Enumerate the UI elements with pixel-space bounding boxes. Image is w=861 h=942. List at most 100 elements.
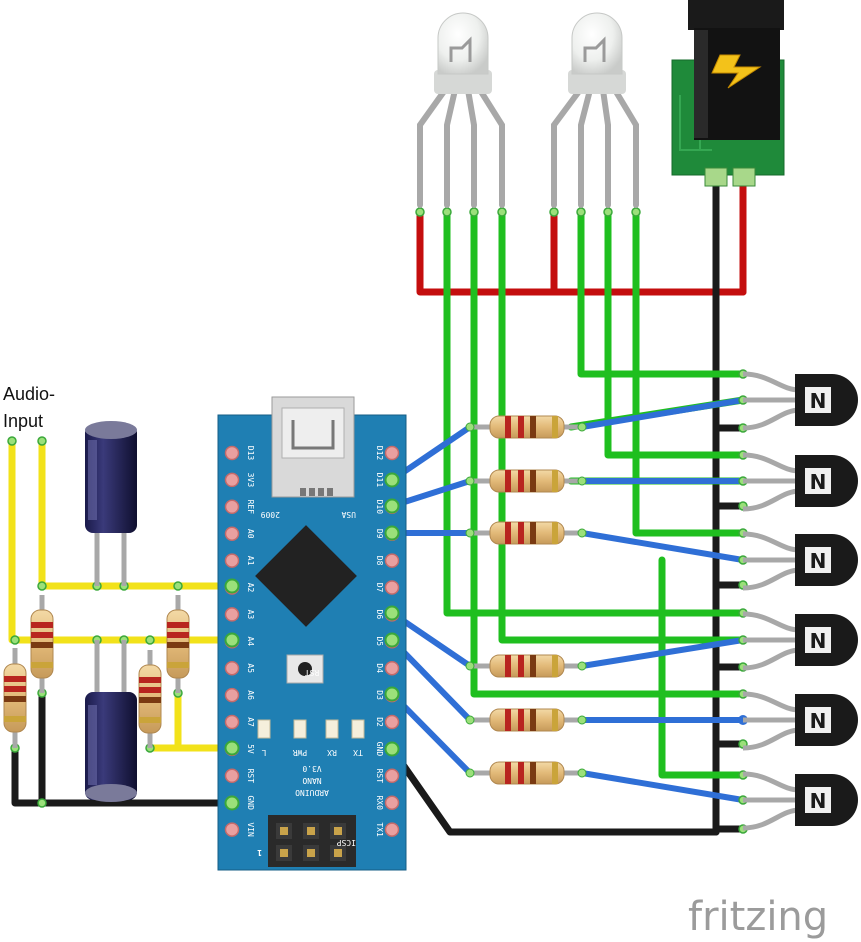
pin-label-left: A2 [246,583,255,593]
led-label: L [261,748,266,757]
pin-label-right: D5 [375,636,384,646]
led-label: PWR [293,748,308,757]
pin-label-right: D12 [375,446,384,461]
silk-year: 2009 [261,510,280,519]
capacitor-top [85,421,137,586]
green-wires [443,208,747,779]
pin-pad-left[interactable] [224,526,240,541]
led-label: TX [353,748,363,757]
black-wires [11,176,747,836]
lightning-icon [711,54,762,89]
pin-label-left: A3 [246,610,255,620]
pin-label-left: 3V3 [246,473,255,488]
pin-pad-left[interactable] [224,714,240,730]
resistor-4 [465,654,587,678]
pin-label-left: GND [246,795,255,810]
audio-resistor-2 [30,595,54,693]
resistor-2 [465,469,587,493]
transistors: N N N N N N [742,371,858,831]
pin-label-right: D4 [375,663,384,673]
pin-pad-right[interactable] [384,445,400,461]
silk-name-line1: ARDUINO [295,788,329,797]
audio-resistor-3 [138,650,162,748]
transistor-1: N [742,371,858,431]
transistor-mark: N [810,709,827,733]
pin-pad-left[interactable] [224,445,240,461]
pin-label-right: TX1 [375,822,384,837]
rgb-led-left [417,12,505,208]
pin-pad-left[interactable] [224,768,240,784]
transistor-4: N [742,611,858,671]
power-jack [671,0,785,187]
pin-pad-left[interactable] [224,822,240,837]
silk-version: V3.0 [302,764,321,773]
silk-country: USA [341,510,356,519]
pin-pad-right[interactable] [384,580,400,595]
transistor-mark: N [810,629,827,653]
pin-label-left: VIN [246,822,255,837]
transistor-mark: N [810,389,827,413]
icsp-label: ICSP [337,838,356,847]
pin-label-left: A4 [246,636,255,646]
rgb-led-right [551,12,639,208]
pin-label-right: GND [375,742,384,757]
pin-label-right: D11 [375,473,384,488]
pin-label-left: A6 [246,690,255,700]
transistor-5: N [742,691,858,751]
pin-pad-right[interactable] [384,822,400,837]
wires [8,176,747,836]
pin-pad-right[interactable] [384,795,400,810]
transistor-mark: N [810,789,827,813]
audio-label-line1: Audio- [3,384,55,404]
transistor-6: N [742,771,858,831]
pin-pad-left[interactable] [224,499,240,515]
audio-resistor-4 [166,595,190,693]
pin-label-right: RST [375,769,384,784]
pin-label-right: D7 [375,583,384,593]
pin-label-right: RX0 [375,795,384,810]
resistors-horizontal [465,415,587,785]
pin-pad-right[interactable] [384,768,400,784]
pin-label-right: D10 [375,500,384,515]
capacitor-bottom [85,640,137,802]
resistor-6 [465,761,587,785]
pin-label-left: RST [246,769,255,784]
pin-label-left: A0 [246,529,255,539]
pin-pad-left[interactable] [224,607,240,622]
audio-label-line2: Input [3,411,43,431]
fritzing-watermark: fritzing [688,894,828,940]
pin1-mark: 1 [257,848,262,857]
pin-label-left: 5V [246,744,255,754]
pin-pad-right[interactable] [384,660,400,676]
transistor-mark: N [810,549,827,573]
pin-pad-left[interactable] [224,472,240,488]
pin-pad-right[interactable] [384,553,400,568]
resistors-vertical [3,595,190,748]
pin-label-right: D2 [375,717,384,727]
pin-pad-left[interactable] [224,687,240,703]
led-label: RX [327,748,337,757]
resistor-3 [465,521,587,545]
resistor-1 [465,415,587,439]
transistor-3: N [742,531,858,591]
resistor-5 [465,708,587,732]
transistor-mark: N [810,470,827,494]
pin-label-right: D9 [375,529,384,539]
pin-label-left: D13 [246,446,255,461]
silk-name-line2: NANO [302,776,321,785]
pin-label-right: D8 [375,556,384,566]
pin-label-left: A1 [246,556,255,566]
pin-label-left: REF [246,500,255,515]
pin-pad-right[interactable] [384,714,400,730]
pin-pad-left[interactable] [224,660,240,676]
transistor-2: N [742,452,858,512]
pin-label-left: A5 [246,663,255,673]
reset-label: RST [305,668,320,677]
pin-label-left: A7 [246,717,255,727]
pin-label-right: D6 [375,610,384,620]
pin-label-right: D3 [375,690,384,700]
pin-pad-left[interactable] [224,553,240,568]
audio-resistor-1 [3,648,27,748]
